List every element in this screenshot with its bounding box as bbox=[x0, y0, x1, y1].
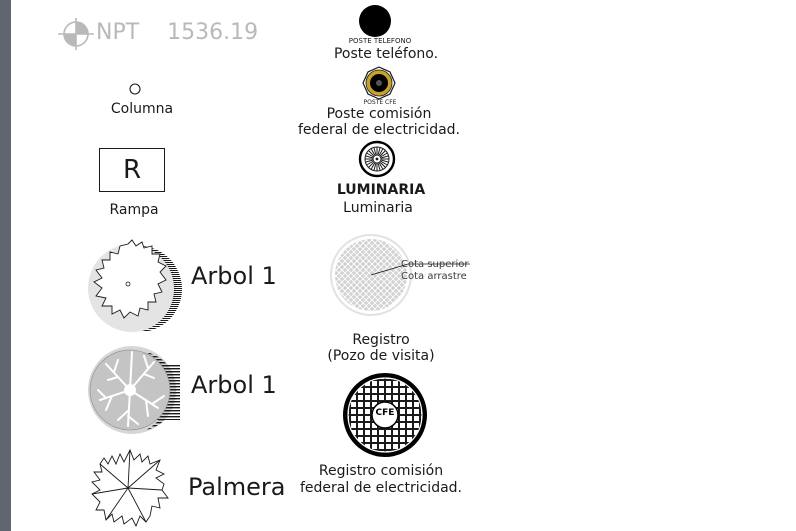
palmera-symbol-icon bbox=[91, 448, 169, 528]
luminaria-symbol-icon bbox=[358, 140, 396, 178]
registro-label: Registro (Pozo de visita) bbox=[327, 332, 434, 364]
registro-cota-arrastre: Cota arrastre bbox=[401, 271, 467, 282]
columna-symbol-icon bbox=[129, 83, 141, 95]
rampa-letter: R bbox=[122, 155, 142, 185]
left-edge-bar bbox=[0, 0, 11, 531]
npt-value: 1536.19 bbox=[167, 20, 259, 45]
rampa-symbol: R bbox=[99, 148, 165, 192]
poste-telefono-tag: POSTE TELEFONO bbox=[348, 37, 412, 45]
registro-pozo-symbol-icon bbox=[330, 234, 470, 316]
arbol2-label: Arbol 1 bbox=[191, 371, 277, 399]
poste-cfe-label-line1: Poste comisión bbox=[326, 106, 432, 122]
poste-cfe-tag: POSTE CFE bbox=[363, 99, 397, 106]
poste-telefono-label: Poste teléfono. bbox=[333, 46, 439, 62]
registro-label-line2: (Pozo de visita) bbox=[327, 348, 435, 364]
poste-cfe-symbol-icon bbox=[362, 66, 396, 100]
npt-level-marker-icon bbox=[58, 18, 94, 50]
palmera-label: Palmera bbox=[188, 473, 286, 501]
arbol-symbol-icon bbox=[88, 239, 183, 333]
registro-cfe-label-line2: federal de electricidad. bbox=[299, 480, 463, 496]
columna-label: Columna bbox=[110, 101, 174, 117]
registro-cfe-label-line1: Registro comisión bbox=[318, 463, 444, 479]
registro-cfe-badge: CFE bbox=[375, 408, 395, 418]
registro-label-line1: Registro bbox=[352, 332, 410, 348]
rampa-label: Rampa bbox=[109, 202, 159, 218]
registro-cota-superior: Cota superior bbox=[401, 259, 469, 270]
arbol1-label: Arbol 1 bbox=[191, 262, 277, 290]
luminaria-label: Luminaria bbox=[343, 200, 413, 216]
registro-cfe-symbol-icon bbox=[343, 373, 427, 457]
luminaria-title: LUMINARIA bbox=[336, 182, 426, 198]
poste-cfe-label: Poste comisión federal de electricidad. bbox=[298, 106, 460, 138]
npt-label: NPT bbox=[96, 20, 140, 45]
npt-label-row: NPT 1536.19 bbox=[96, 20, 258, 45]
arbol-branches-symbol-icon bbox=[88, 346, 180, 434]
registro-cfe-label: Registro comisión federal de electricida… bbox=[300, 463, 462, 497]
poste-telefono-symbol-icon bbox=[359, 5, 391, 37]
poste-cfe-label-line2: federal de electricidad. bbox=[297, 122, 461, 138]
